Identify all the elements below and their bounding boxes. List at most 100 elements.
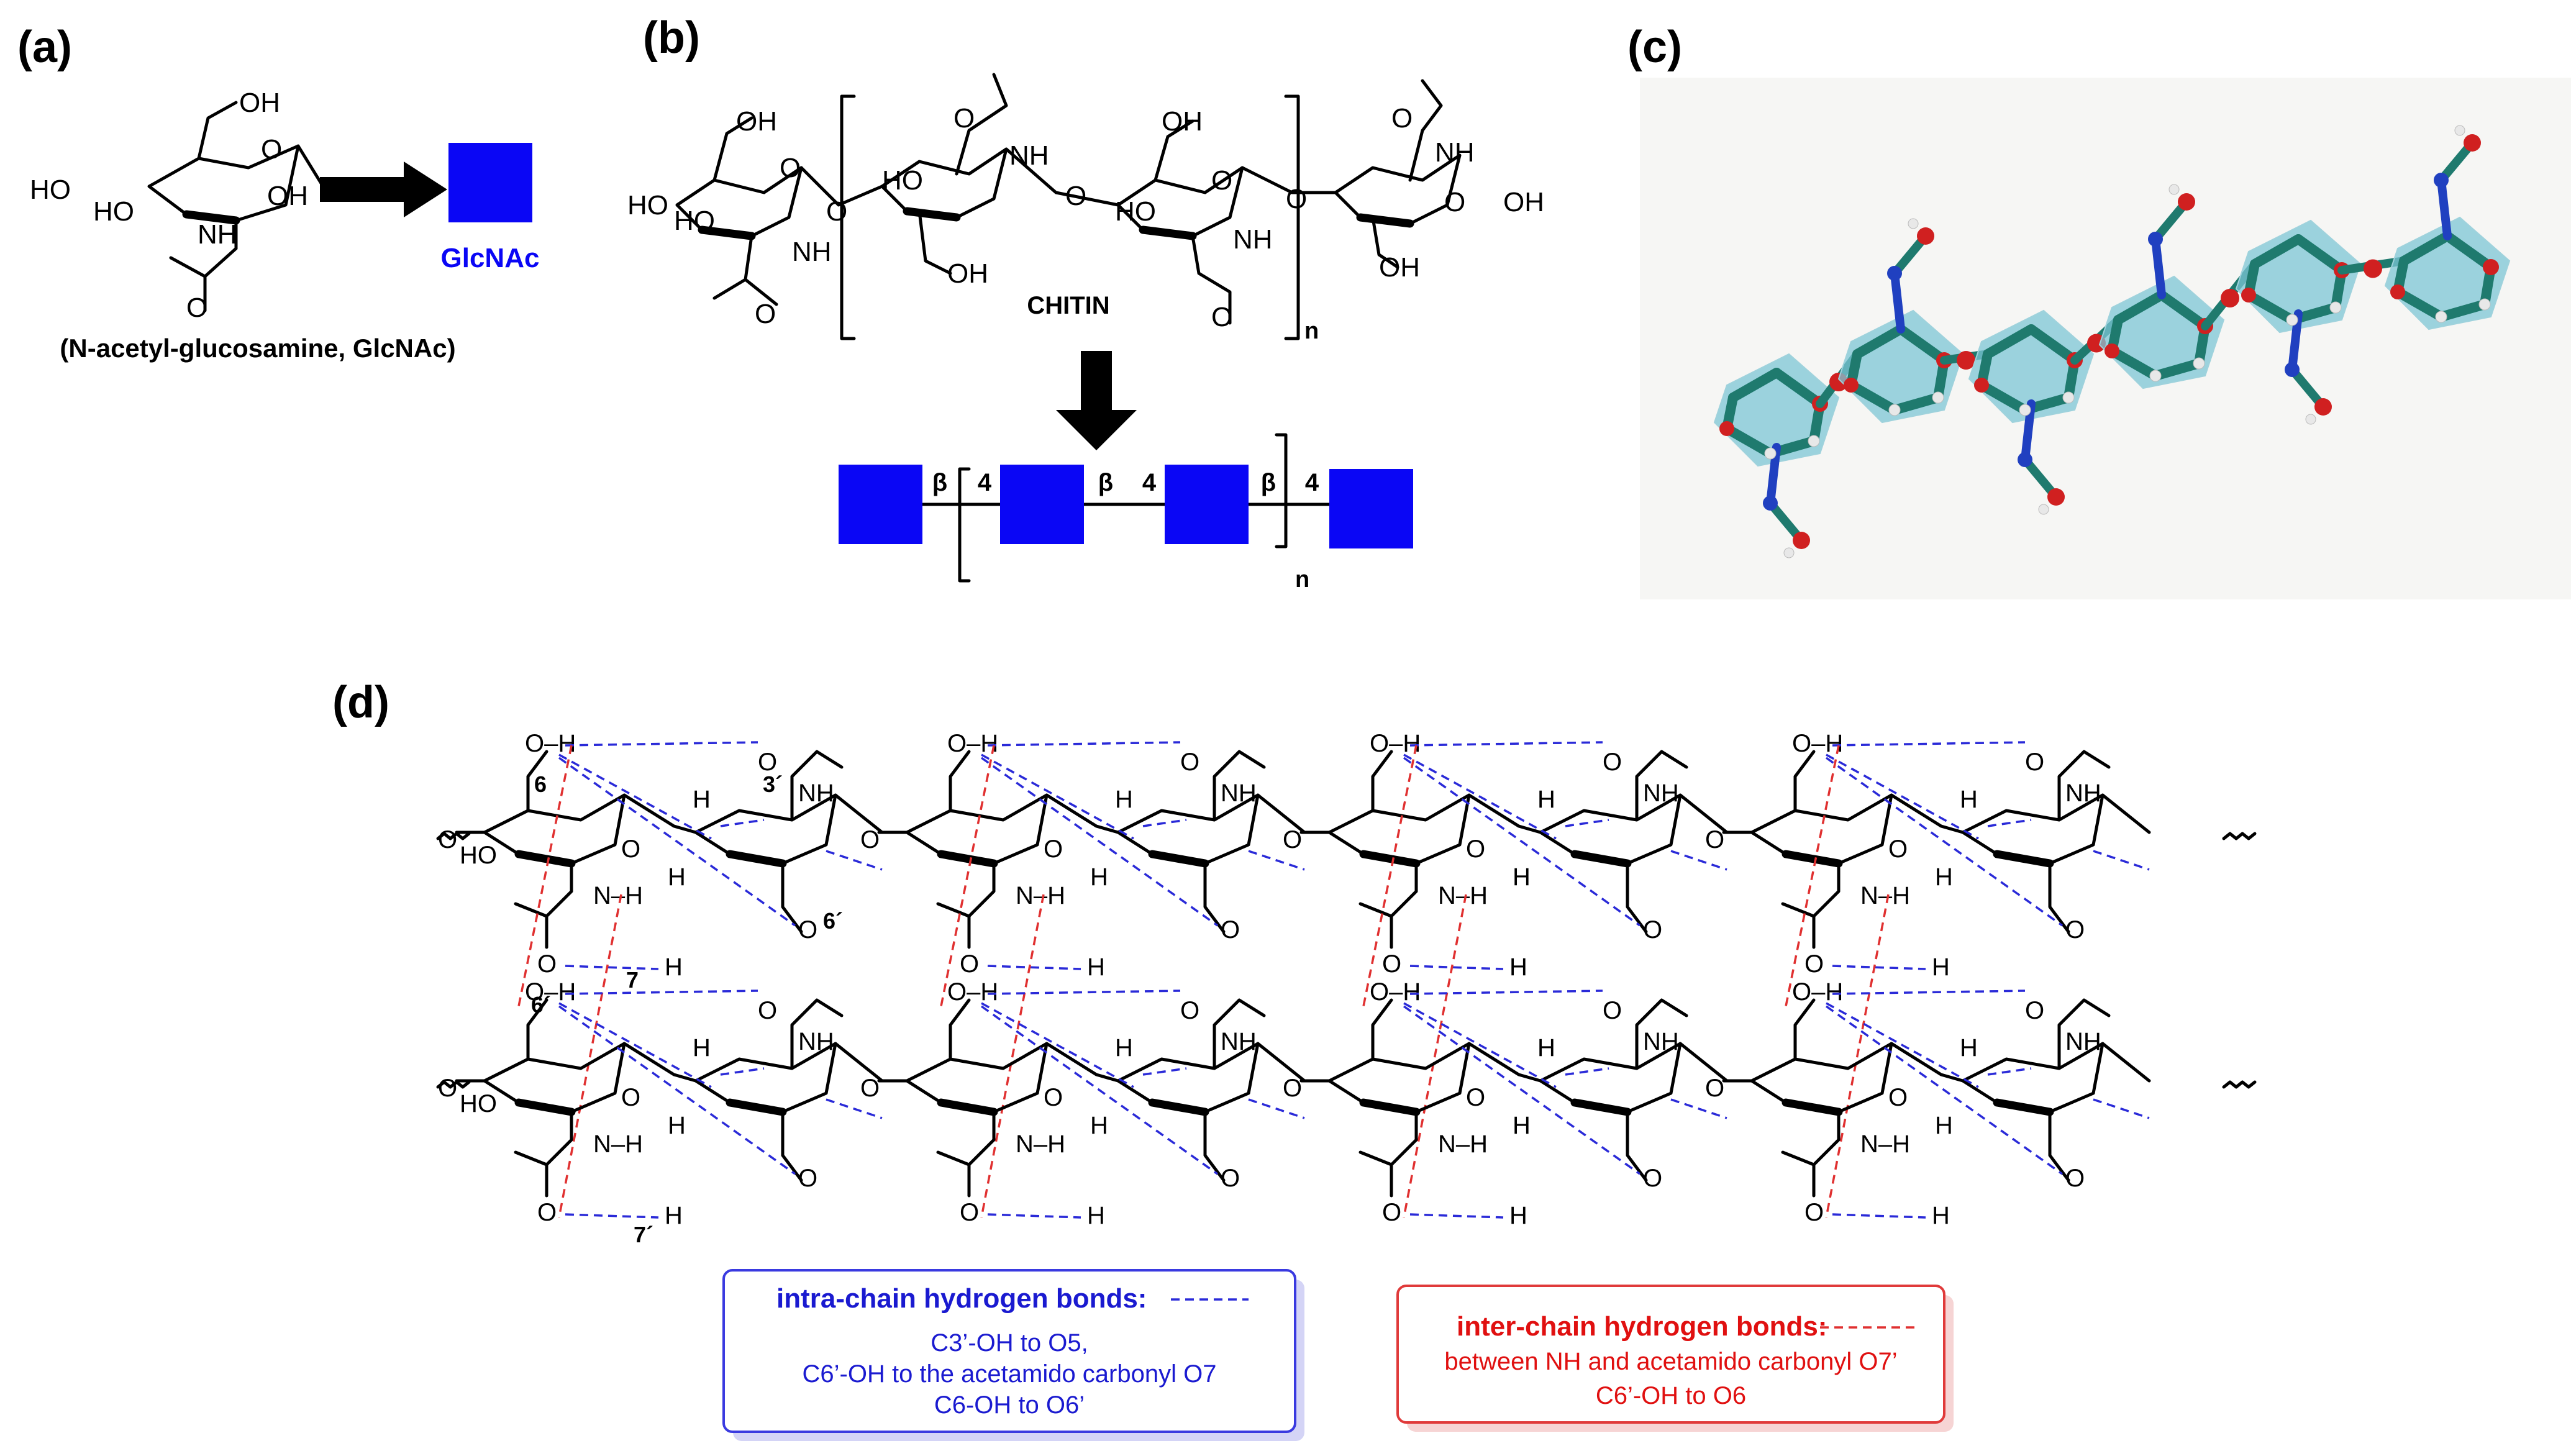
glcnac-square-2 [1000, 465, 1084, 544]
hydrogen-atom [2305, 414, 2316, 425]
hbond-intra [1403, 753, 1557, 840]
atom-n-h: N–H [1860, 882, 1910, 909]
chitin-atom-o-9: O [1391, 103, 1413, 134]
atom-o: O [758, 997, 777, 1024]
chitin-atom-o-10: O [1444, 187, 1465, 217]
atom-o: O [621, 835, 640, 863]
chitin-atom-o-1: O [780, 153, 801, 183]
hydrogen-atom [1888, 404, 1901, 416]
chitin-title: CHITIN [1027, 292, 1109, 319]
carbon-bond [1896, 324, 1949, 365]
hbond-intra [2093, 1098, 2150, 1119]
legend-intra-title: intra-chain hydrogen bonds: [776, 1283, 1147, 1314]
atom-h: H [1509, 1202, 1527, 1229]
atom-o: O [2065, 916, 2085, 944]
ring-bold-edge [937, 850, 998, 868]
ch2-bond [1793, 750, 1816, 812]
methyl-bond [1781, 1150, 1816, 1167]
hbond-inter [558, 894, 622, 1218]
atom-o: O [1180, 997, 1199, 1024]
atom-n-h: N–H [1438, 1131, 1488, 1158]
atom-h: H [1537, 786, 1555, 813]
atom-nh: NH [1221, 780, 1257, 807]
ring-bold-edge [1148, 850, 1209, 868]
atom-nh: NH [2065, 780, 2101, 807]
nitrogen-bond [1890, 269, 1905, 334]
atom-ho: HO [460, 842, 497, 869]
atom-o: O [1221, 1165, 1240, 1192]
chitin-atom-nh-3: NH [1233, 224, 1273, 255]
atom-o-h: O–H [947, 978, 998, 1006]
hbond-intra [1825, 757, 2064, 927]
atom-h: H [693, 786, 711, 813]
hbond-intra [1142, 1067, 1187, 1076]
hbond-intra [558, 757, 796, 927]
atom-nh: NH [798, 1028, 834, 1055]
nitrogen-atom [1887, 266, 1902, 281]
carbon-bond [2399, 231, 2452, 266]
atom-o-h: O–H [947, 730, 998, 757]
nitrogen-atom [2148, 232, 2163, 247]
linkage-beta-2: β [1098, 469, 1113, 496]
atom-o: O [758, 748, 777, 776]
carbon-bond [2293, 234, 2347, 275]
ring-bold-edge [1781, 850, 1843, 868]
hbond-intra [1409, 1213, 1504, 1219]
nitrogen-atom [2285, 362, 2300, 377]
hbond-intra [565, 1213, 659, 1219]
ch2-bond [526, 998, 548, 1061]
chitin-repeat-n: n [1304, 318, 1319, 344]
ring-bold-edge [726, 1098, 787, 1116]
hbond-intra [1825, 1005, 2064, 1175]
acetamido-bond [1812, 862, 1841, 949]
oxygen-atom [2464, 134, 2481, 152]
acetamido-bond [1812, 1110, 1841, 1198]
hydrogen-atom [2193, 357, 2205, 370]
hbond-intra [2093, 850, 2150, 871]
hbond-intra [1826, 1002, 1979, 1088]
pos-label-6p-lower: 6´ [531, 992, 551, 1017]
atom-n-h: N–H [1016, 882, 1065, 909]
chitin-atom-o-8: O [1286, 184, 1307, 214]
carbon-bond [1983, 324, 2036, 359]
atom-nh: NH [2065, 1028, 2101, 1055]
acetamido-bond [1635, 998, 1688, 1070]
carbon-bond [2442, 231, 2496, 272]
arrow-down-icon [1056, 351, 1137, 450]
pyranose-ring [1327, 793, 1471, 865]
panel-b: (b) OH H [627, 13, 1544, 593]
hbond-inter [1825, 894, 1890, 1218]
legend-intra-line-3: C6-OH to O6’ [934, 1391, 1085, 1419]
linkage-beta-1: β [932, 469, 947, 496]
linkage-four-3: 4 [1305, 469, 1319, 496]
atom-h: H [1960, 786, 1978, 813]
carbon-bond [2107, 346, 2160, 381]
nitrogen-atom [1763, 496, 1778, 511]
hbond-inter [1362, 745, 1417, 1007]
atom-o-h: O–H [1792, 978, 1843, 1006]
legend-inter-line-1: between NH and acetamido carbonyl O7’ [1444, 1348, 1897, 1375]
ch2-bond [1371, 998, 1393, 1061]
hydrogen-atom [1908, 218, 1919, 229]
carbon-bond [1728, 368, 1781, 403]
oxygen-atom [2390, 284, 2405, 299]
hbond-intra [558, 1005, 796, 1175]
ring-bold-edge [1781, 1098, 1843, 1116]
atom-o: O [798, 916, 817, 944]
glycosidic-bond [1256, 1042, 1306, 1083]
atom-o: O [621, 1084, 640, 1111]
glycosidic-bond [1678, 793, 1729, 834]
ring-bold-edge [1570, 850, 1632, 868]
hbond-intra [1142, 819, 1187, 827]
hbond-intra [980, 757, 1219, 927]
atom-o: O [1705, 1075, 1724, 1102]
hbond-intra [1403, 1002, 1557, 1088]
ch2-bond [1626, 862, 1648, 934]
linkage-four-1: 4 [978, 469, 992, 496]
ch2-bond [2048, 1110, 2070, 1182]
hbond-intra [981, 1002, 1134, 1088]
carbon-bond [1852, 324, 1906, 359]
atom-h: H [1513, 863, 1531, 891]
oxygen-atom [2241, 288, 2256, 303]
